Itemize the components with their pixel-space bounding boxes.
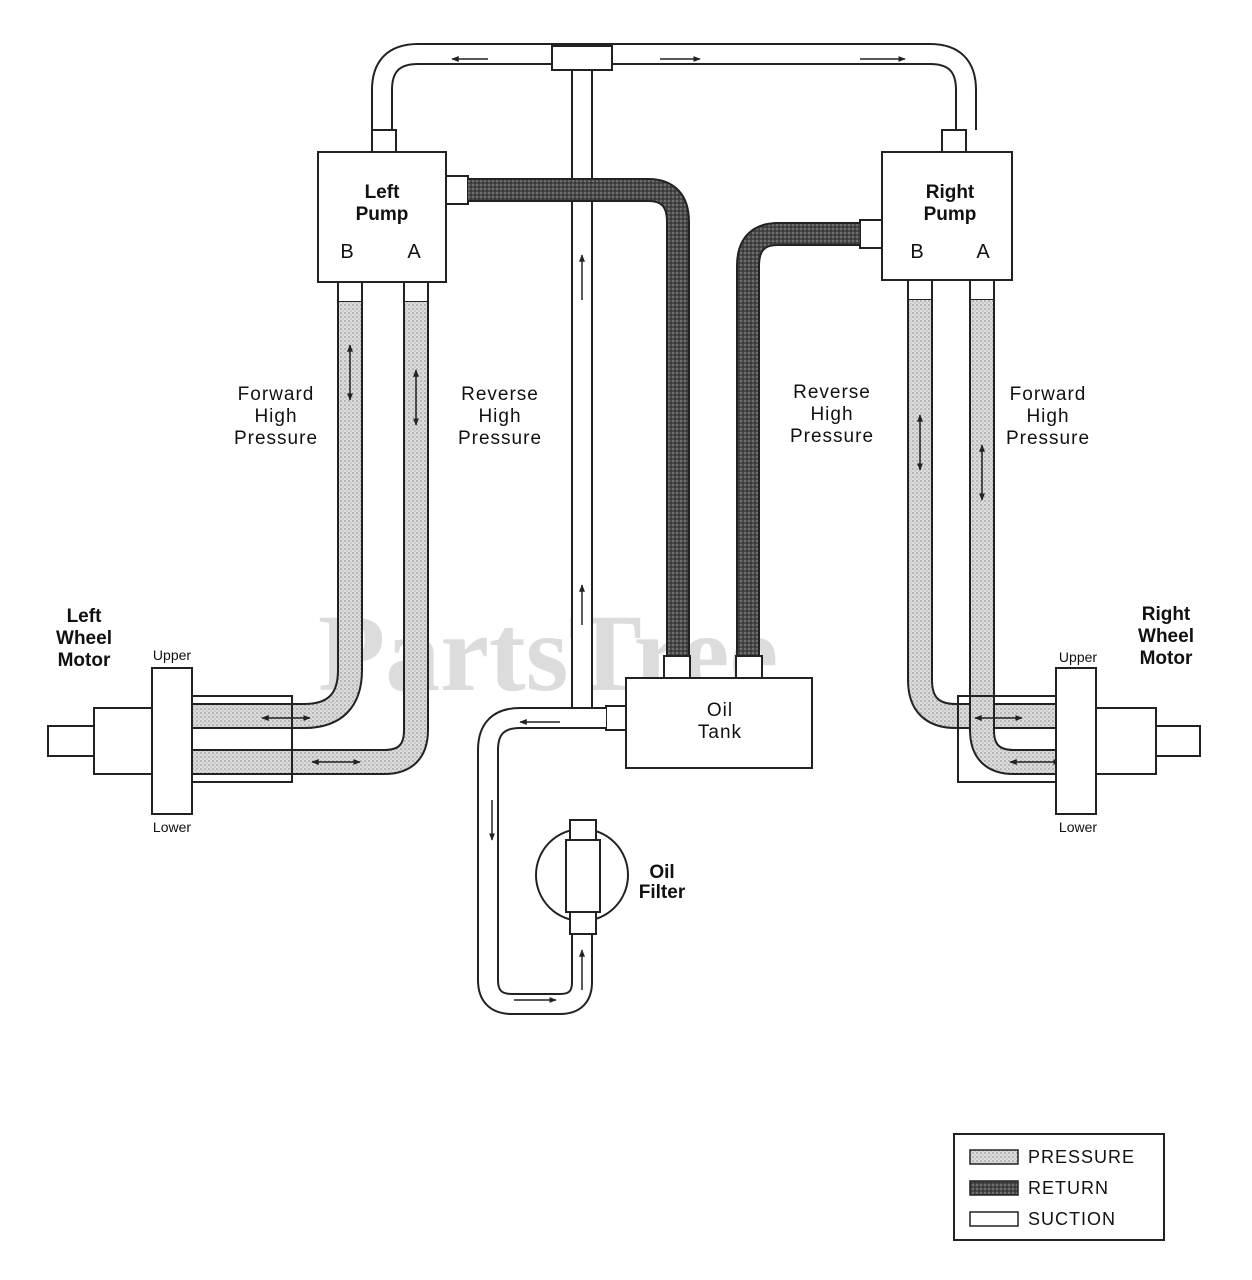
left-pump: Left Pump B A xyxy=(317,129,469,303)
left-reverse-label-1: Reverse xyxy=(461,384,539,405)
left-pump-label-1: Left xyxy=(365,182,401,203)
left-forward-label-1: Forward xyxy=(238,384,315,405)
right-forward-label-1: Forward xyxy=(1010,384,1087,405)
filter-loop xyxy=(477,707,606,1015)
right-wheel-motor: Right Wheel Motor Upper Lower xyxy=(957,604,1201,835)
top-suction-line xyxy=(371,43,977,711)
left-wheel-motor-label-2: Wheel xyxy=(56,628,112,649)
right-motor-lower-label: Lower xyxy=(1059,819,1097,835)
right-wheel-motor-label-1: Right xyxy=(1142,604,1191,625)
left-pump-port-a: A xyxy=(407,241,421,263)
legend-label-suction: SUCTION xyxy=(1028,1209,1116,1229)
legend-label-pressure: PRESSURE xyxy=(1028,1147,1135,1167)
left-forward-label-2: High xyxy=(254,406,297,427)
left-motor-upper-label: Upper xyxy=(153,647,191,663)
left-wheel-motor-label-1: Left xyxy=(67,606,103,627)
left-wheel-motor: Left Wheel Motor Upper Lower xyxy=(47,606,293,835)
legend-label-return: RETURN xyxy=(1028,1178,1109,1198)
right-forward-label-3: Pressure xyxy=(1006,428,1090,449)
right-pump-port-b: B xyxy=(910,241,923,263)
oil-filter: Oil Filter xyxy=(535,819,686,935)
right-forward-label-2: High xyxy=(1026,406,1069,427)
legend-swatch-pressure xyxy=(969,1149,1019,1165)
left-wheel-motor-label-3: Motor xyxy=(58,650,111,671)
right-wheel-motor-label-2: Wheel xyxy=(1138,626,1194,647)
left-forward-label-3: Pressure xyxy=(234,428,318,449)
oil-filter-label-2: Filter xyxy=(639,882,686,903)
legend-swatch-return xyxy=(969,1180,1019,1196)
legend-swatch-suction xyxy=(969,1211,1019,1227)
oil-filter-label-1: Oil xyxy=(649,862,674,883)
right-pump: Right Pump B A xyxy=(859,129,1013,301)
oil-tank-label-1: Oil xyxy=(707,700,733,721)
return-lines xyxy=(468,178,860,679)
left-pressure-lines xyxy=(170,302,429,775)
left-reverse-label-3: Pressure xyxy=(458,428,542,449)
right-pump-label-2: Pump xyxy=(924,204,977,225)
left-pump-port-b: B xyxy=(340,241,353,263)
oil-tank-label-2: Tank xyxy=(698,722,742,743)
left-reverse-label-2: High xyxy=(478,406,521,427)
right-reverse-label-3: Pressure xyxy=(790,426,874,447)
right-reverse-label-1: Reverse xyxy=(793,382,871,403)
line-labels: Forward High Pressure Reverse High Press… xyxy=(234,382,1090,449)
right-wheel-motor-label-3: Motor xyxy=(1140,648,1193,669)
left-pump-label-2: Pump xyxy=(356,204,409,225)
right-reverse-label-2: High xyxy=(810,404,853,425)
right-pressure-lines xyxy=(907,300,1082,775)
left-motor-lower-label: Lower xyxy=(153,819,191,835)
right-pump-label-1: Right xyxy=(926,182,975,203)
legend: PRESSURE RETURN SUCTION xyxy=(953,1133,1165,1241)
right-pump-port-a: A xyxy=(976,241,990,263)
right-motor-upper-label: Upper xyxy=(1059,649,1097,665)
oil-tank: Oil Tank xyxy=(605,677,813,769)
